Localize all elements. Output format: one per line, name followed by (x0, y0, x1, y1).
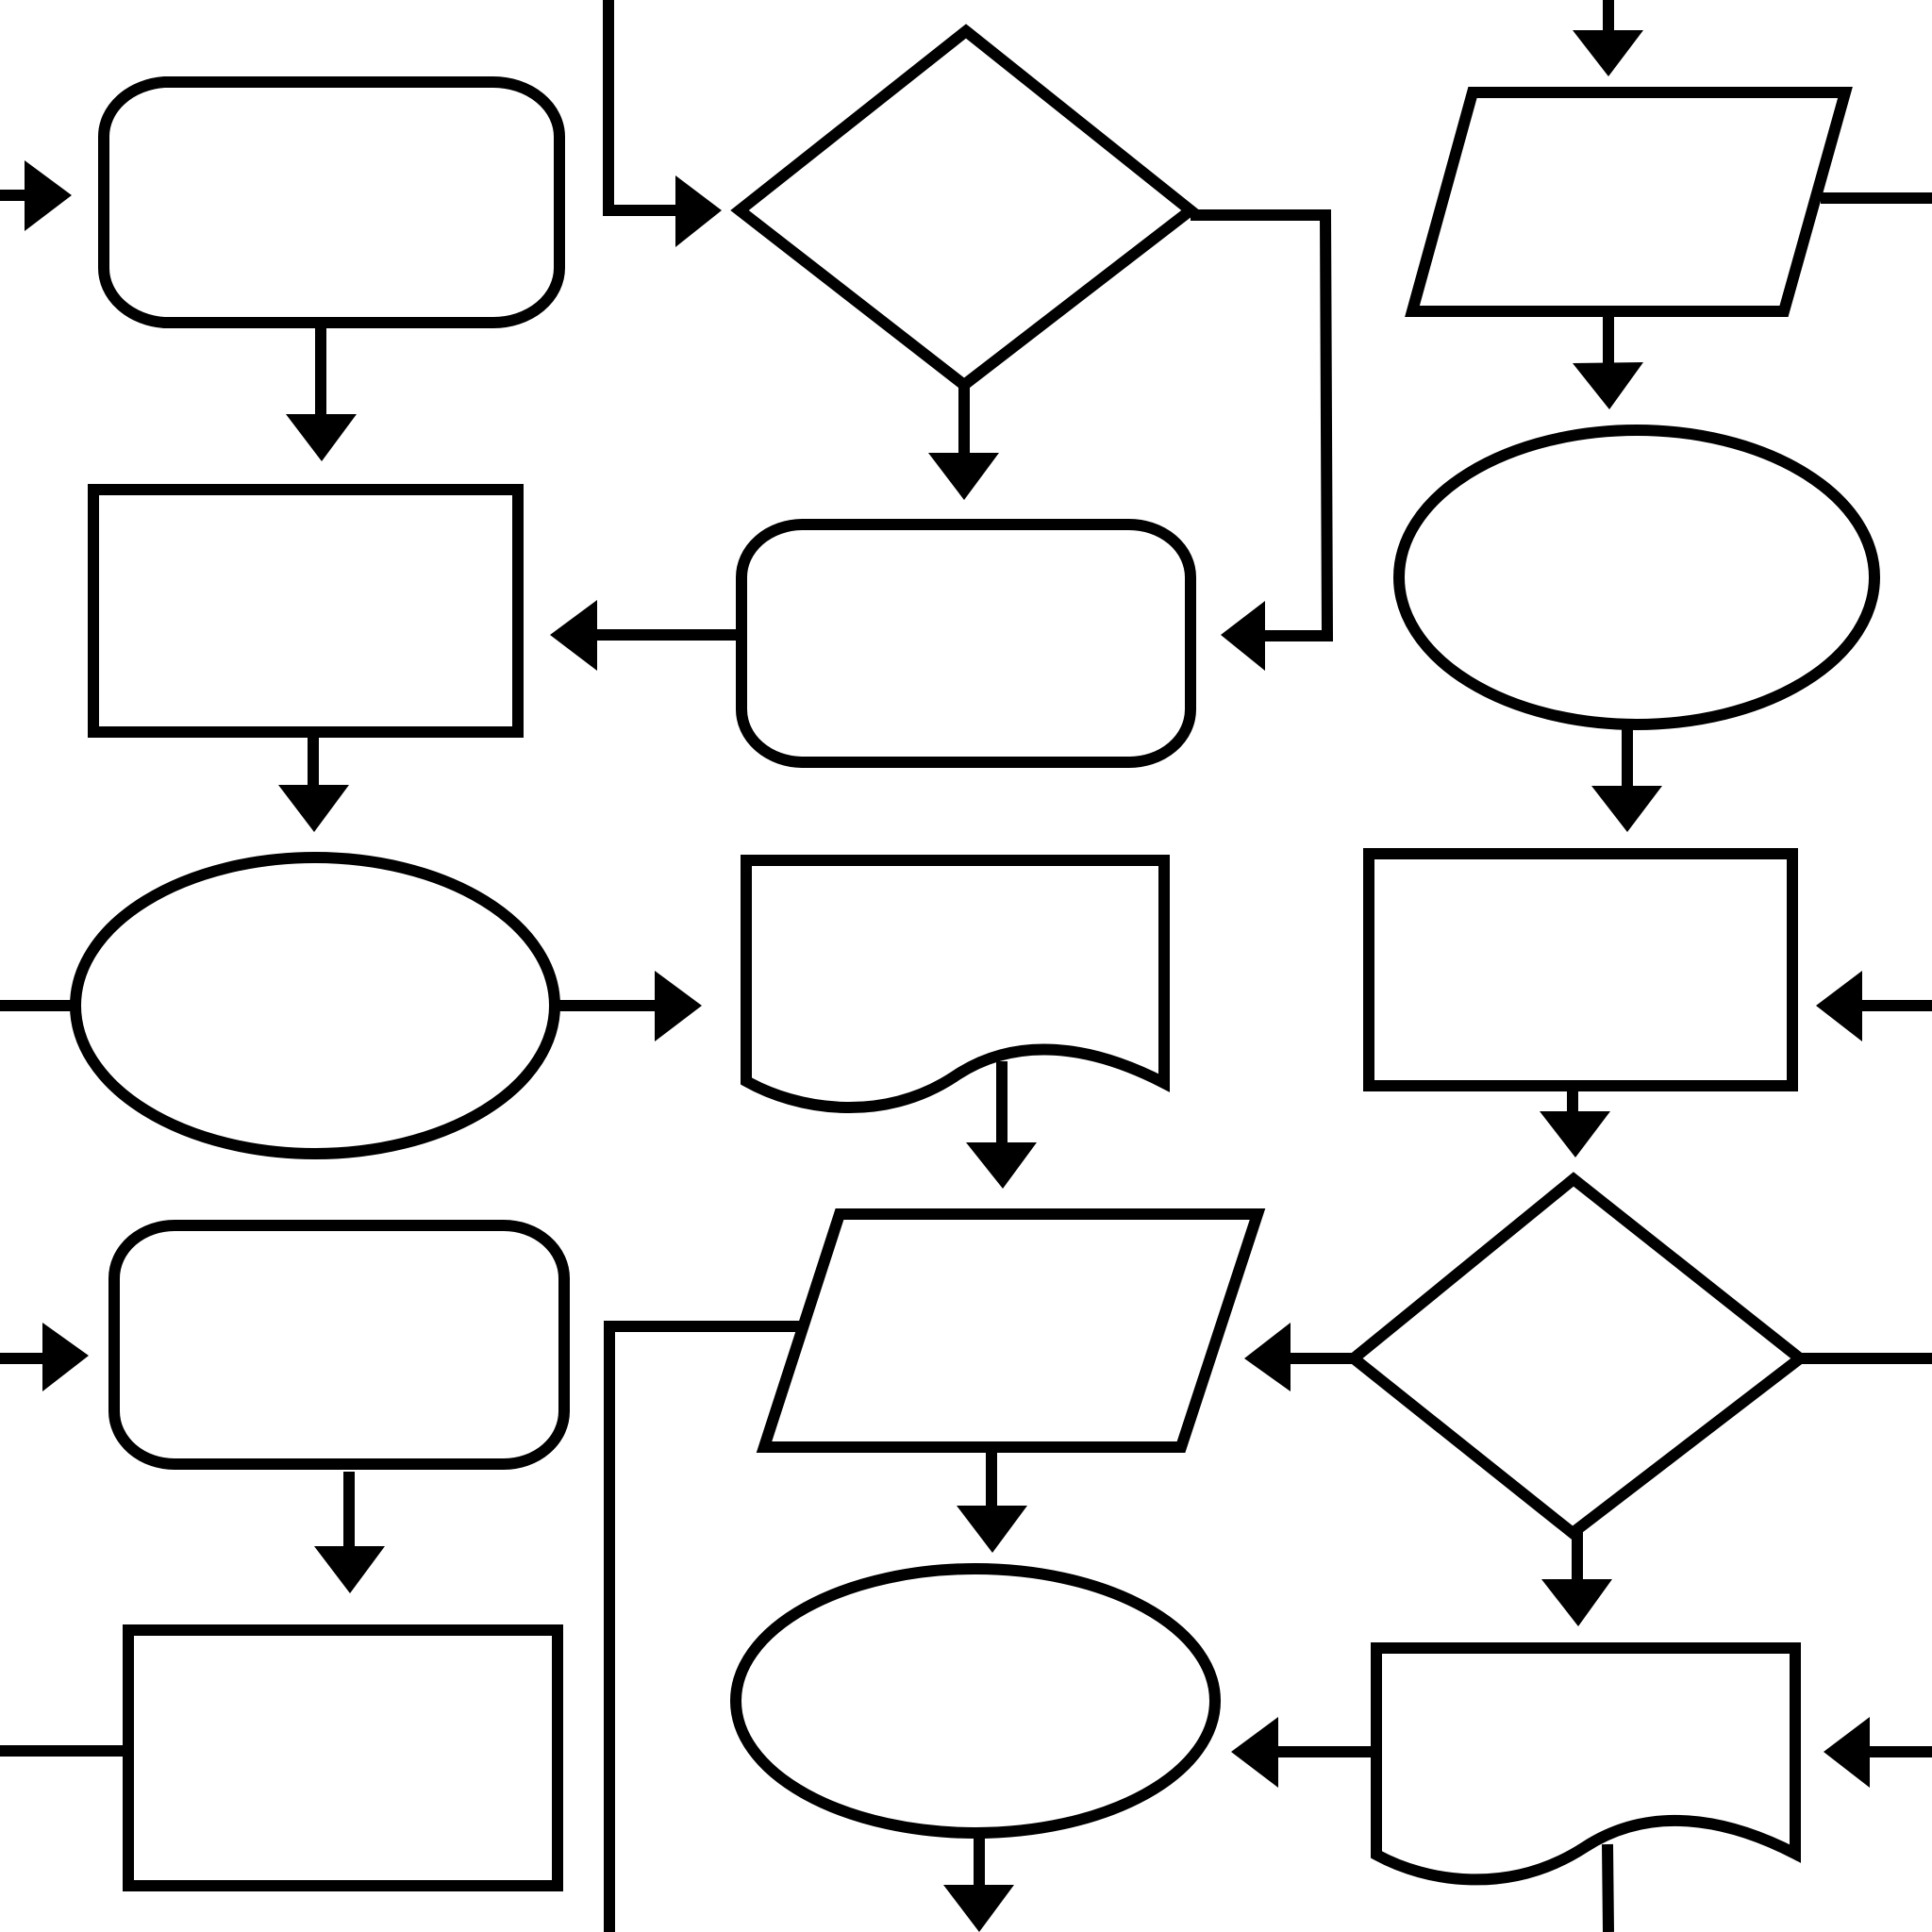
connector-n11-to-offpage (604, 1321, 802, 1932)
connector-offpage-to-n15 (1824, 1717, 1932, 1788)
node-n1-rounded-rectangle[interactable] (97, 76, 565, 328)
connector-n4-to-n7 (278, 738, 349, 832)
connector-n9-to-n12 (1540, 1090, 1610, 1158)
node-n11-parallelogram[interactable] (756, 1208, 1266, 1453)
connector-offpage-to-n9 (1816, 971, 1932, 1041)
node-n10-rounded-rectangle[interactable] (108, 1219, 570, 1471)
connector-n6-to-n9 (1591, 728, 1662, 832)
connector-n5-to-n4 (550, 600, 741, 671)
node-n6-ellipse[interactable] (1393, 425, 1880, 730)
connector-n11-to-n14 (957, 1453, 1027, 1553)
node-n4-rectangle[interactable] (88, 484, 524, 738)
connector-n2-branch-to-n5 (1191, 209, 1334, 671)
connector-n12-to-n11 (1244, 1323, 1354, 1391)
node-n15-document[interactable] (1371, 1642, 1801, 1886)
connector-n8-to-n11 (966, 1061, 1037, 1189)
connector-n12-to-n15 (1541, 1532, 1612, 1626)
connector-offpage-to-n10 (0, 1323, 89, 1391)
node-n7-ellipse[interactable] (70, 852, 560, 1159)
node-n3-parallelogram[interactable] (1405, 87, 1853, 317)
connector-offpage-to-n1 (0, 160, 72, 231)
node-n12-diamond[interactable] (1344, 1172, 1809, 1541)
connector-n2-to-n5 (928, 385, 999, 500)
connector-n14-to-offpage (943, 1836, 1014, 1932)
connector-n15-to-n14 (1231, 1717, 1371, 1788)
node-n9-rectangle[interactable] (1363, 848, 1798, 1091)
node-n5-rounded-rectangle[interactable] (736, 518, 1196, 769)
connector-n15-to-offpage (1602, 1843, 1614, 1932)
node-n2-diamond[interactable] (730, 24, 1200, 392)
connector-n3-to-n6 (1573, 314, 1643, 409)
node-n14-ellipse[interactable] (730, 1563, 1221, 1839)
node-n13-rectangle[interactable] (123, 1624, 563, 1891)
connector-n1-to-n4 (286, 326, 357, 461)
nodes-layer (70, 24, 1880, 1891)
connector-n7-to-n8 (553, 971, 702, 1041)
node-n8-document[interactable] (741, 855, 1170, 1113)
connector-n10-to-n13 (314, 1472, 385, 1593)
connector-offpage-to-n3 (1573, 0, 1643, 76)
connector-offpage-to-n2 (603, 0, 722, 247)
